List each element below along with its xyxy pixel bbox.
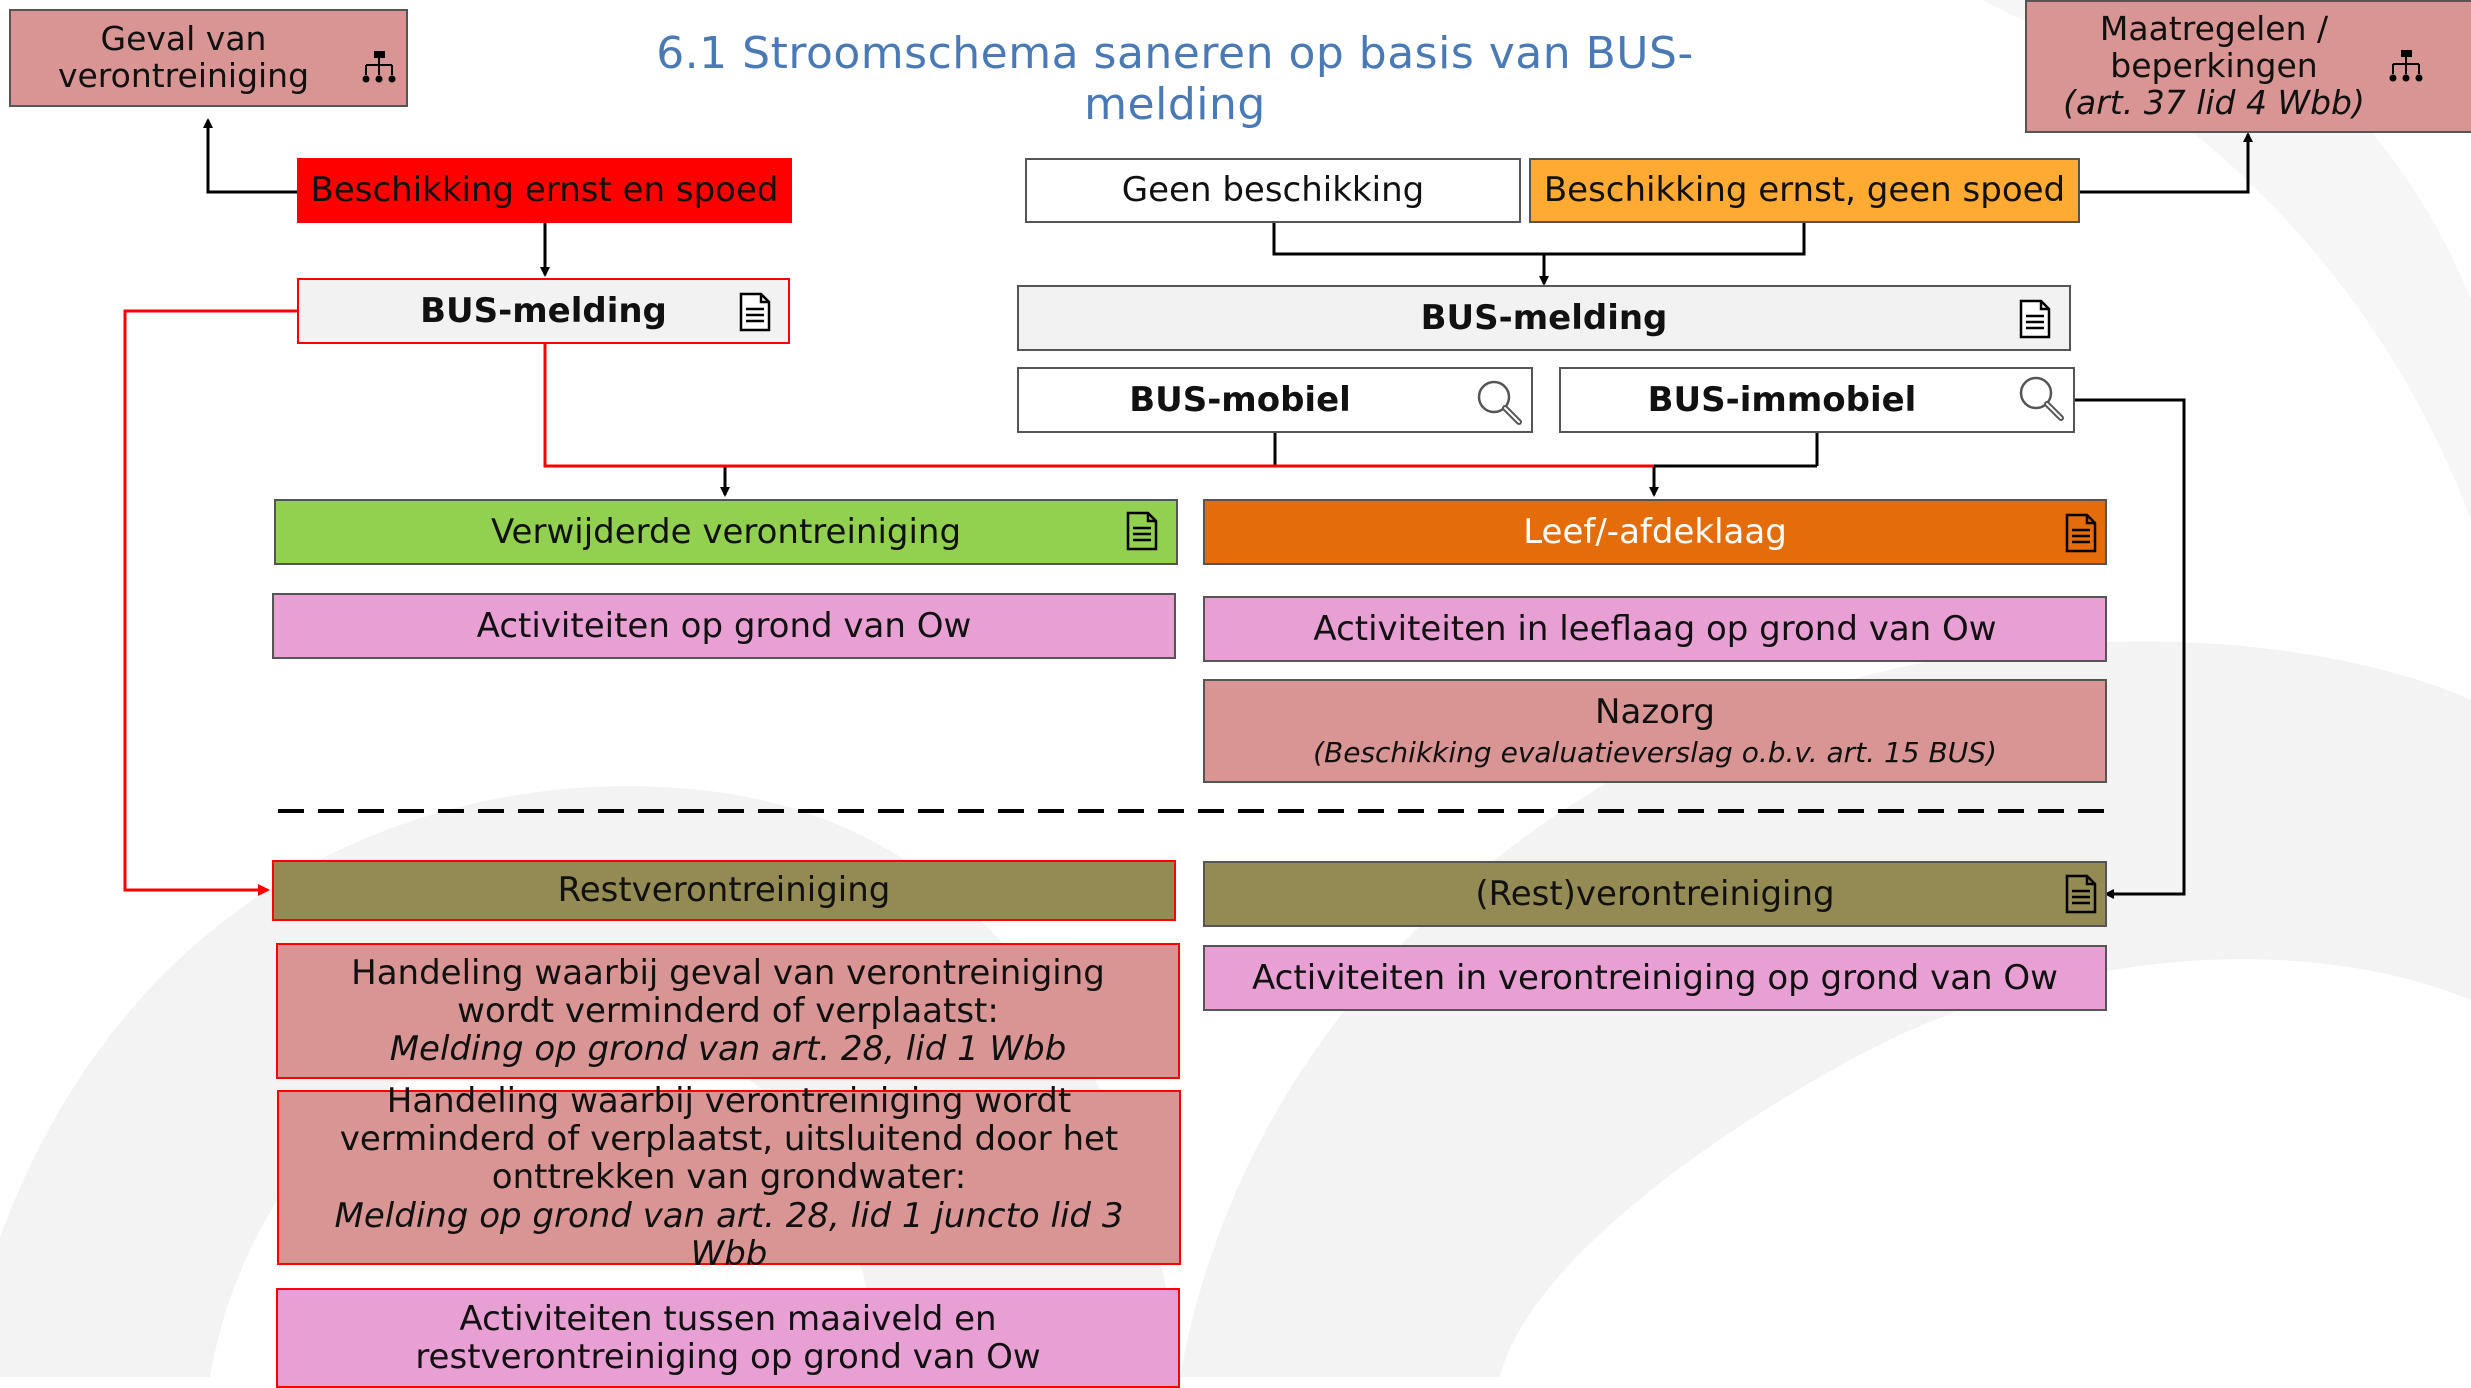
maatregelen-line2: beperkingen	[2110, 46, 2318, 86]
org-chart-icon	[362, 51, 396, 83]
act-leeflaag-label: Activiteiten in leeflaag op grond van Ow	[1313, 608, 1997, 649]
handeling-melding-1-box: Handeling waarbij geval van verontreinig…	[276, 943, 1180, 1079]
activiteiten-maaiveld-box: Activiteiten tussen maaiveld en restvero…	[276, 1288, 1180, 1388]
verwijderde-label: Verwijderde verontreiniging	[490, 511, 962, 552]
bus-melding-left-label: BUS-melding	[420, 290, 667, 331]
bus-melding-right-box: BUS-melding	[1017, 285, 2071, 351]
rest-verontreiniging-right-box: (Rest)verontreiniging	[1203, 861, 2107, 927]
magnifier-icon	[2019, 376, 2064, 421]
activiteiten-ow-left-box: Activiteiten op grond van Ow	[272, 593, 1176, 659]
leeflaag-label: Leef/-afdeklaag	[1523, 511, 1787, 552]
document-icon	[2019, 299, 2051, 339]
activiteiten-verontreiniging-box: Activiteiten in verontreiniging op grond…	[1203, 945, 2107, 1011]
nazorg-sub-label: (Beschikking evaluatieverslag o.b.v. art…	[1313, 736, 1997, 770]
beschikking-geen-spoed-label: Beschikking ernst, geen spoed	[1543, 170, 2066, 211]
bus-mobiel-label: BUS-mobiel	[1129, 379, 1351, 420]
maatregelen-line3: (art. 37 lid 4 Wbb)	[2063, 82, 2365, 122]
handeling2-ref: Melding op grond van art. 28, lid 1 junc…	[334, 1195, 1124, 1274]
beschikking-spoed-label: Beschikking ernst en spoed	[310, 170, 779, 211]
leef-afdeklaag-box: Leef/-afdeklaag	[1203, 499, 2107, 565]
act-veront-label: Activiteiten in verontreiniging op grond…	[1252, 957, 2058, 998]
handeling1-ref: Melding op grond van art. 28, lid 1 Wbb	[389, 1029, 1067, 1070]
bus-mobiel-box: BUS-mobiel	[1017, 367, 1533, 433]
document-icon	[739, 292, 771, 332]
geval-van-verontreiniging-box: Geval van verontreiniging	[9, 9, 408, 107]
rest-right-label: (Rest)verontreiniging	[1475, 873, 1835, 914]
handeling-melding-2-box: Handeling waarbij verontreiniging wordt …	[277, 1082, 1181, 1273]
magnifier-icon	[1477, 380, 1522, 425]
act-maaiveld-label: Activiteiten tussen maaiveld en restvero…	[415, 1298, 1041, 1377]
geen-beschikking-box: Geen beschikking	[1025, 158, 1521, 223]
bus-melding-left-box: BUS-melding	[297, 278, 790, 344]
maatregelen-box: Maatregelen / beperkingen (art. 37 lid 4…	[2025, 0, 2471, 133]
handeling1-text: Handeling waarbij geval van verontreinig…	[351, 952, 1105, 1031]
bus-immobiel-box: BUS-immobiel	[1559, 367, 2075, 433]
document-icon	[2065, 874, 2097, 914]
org-chart-icon	[2389, 50, 2423, 82]
activiteiten-leeflaag-box: Activiteiten in leeflaag op grond van Ow	[1203, 596, 2107, 662]
bus-melding-right-label: BUS-melding	[1420, 297, 1668, 338]
maatregelen-line1: Maatregelen /	[2099, 9, 2329, 49]
bus-immobiel-label: BUS-immobiel	[1647, 379, 1917, 420]
beschikking-ernst-en-spoed-box: Beschikking ernst en spoed	[297, 158, 792, 223]
page-title: 6.1 Stroomschema saneren op basis van BU…	[656, 28, 1694, 130]
handeling2-text: Handeling waarbij verontreiniging wordt …	[339, 1081, 1119, 1198]
beschikking-geen-spoed-box: Beschikking ernst, geen spoed	[1529, 158, 2080, 223]
geen-beschikking-label: Geen beschikking	[1121, 170, 1425, 211]
nazorg-label: Nazorg	[1595, 692, 1715, 733]
restverontreiniging-label: Restverontreiniging	[557, 870, 891, 911]
document-icon	[2065, 513, 2097, 553]
verwijderde-verontreiniging-box: Verwijderde verontreiniging	[274, 499, 1178, 565]
nazorg-box: Nazorg (Beschikking evaluatieverslag o.b…	[1203, 679, 2107, 783]
act-ow-left-label: Activiteiten op grond van Ow	[476, 605, 972, 646]
geval-label: Geval van verontreiniging	[57, 19, 310, 95]
document-icon	[1126, 511, 1158, 551]
restverontreiniging-box: Restverontreiniging	[272, 860, 1176, 921]
